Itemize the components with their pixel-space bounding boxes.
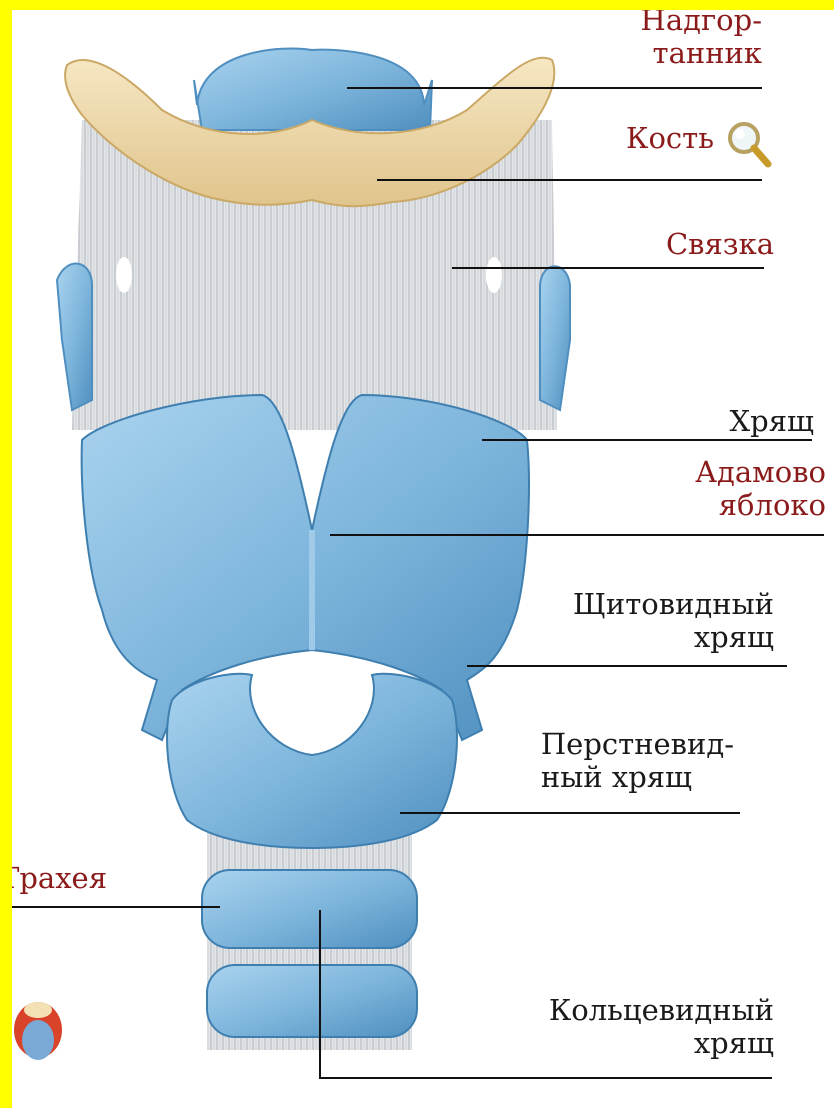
label-trachea: Трахея bbox=[12, 862, 107, 895]
diagram-canvas: Надгор- танник Кость Связка Хрящ Адамово… bbox=[12, 10, 834, 1108]
thyroid-cartilage bbox=[82, 395, 529, 740]
label-epiglottis: Надгор- танник bbox=[641, 10, 762, 70]
label-ring-cartilage: Кольцевидный хрящ bbox=[549, 994, 774, 1060]
larynx-illustration bbox=[12, 10, 834, 1108]
larynx-thumbnail-icon[interactable] bbox=[14, 1002, 62, 1060]
epiglottis-shape bbox=[194, 49, 432, 130]
label-adams-apple: Адамово яблоко bbox=[695, 456, 826, 522]
magnifier-icon[interactable] bbox=[724, 118, 774, 172]
label-bone: Кость bbox=[626, 122, 714, 155]
label-cartilage: Хрящ bbox=[730, 405, 814, 438]
label-ligament: Связка bbox=[666, 228, 774, 261]
label-thyroid-cartilage: Щитовидный хрящ bbox=[573, 588, 774, 654]
tracheal-ring-1 bbox=[202, 870, 417, 948]
tracheal-ring-2 bbox=[207, 965, 417, 1037]
label-cricoid-cartilage: Перстневид- ный хрящ bbox=[541, 728, 734, 794]
cricoid-cartilage bbox=[167, 674, 457, 848]
